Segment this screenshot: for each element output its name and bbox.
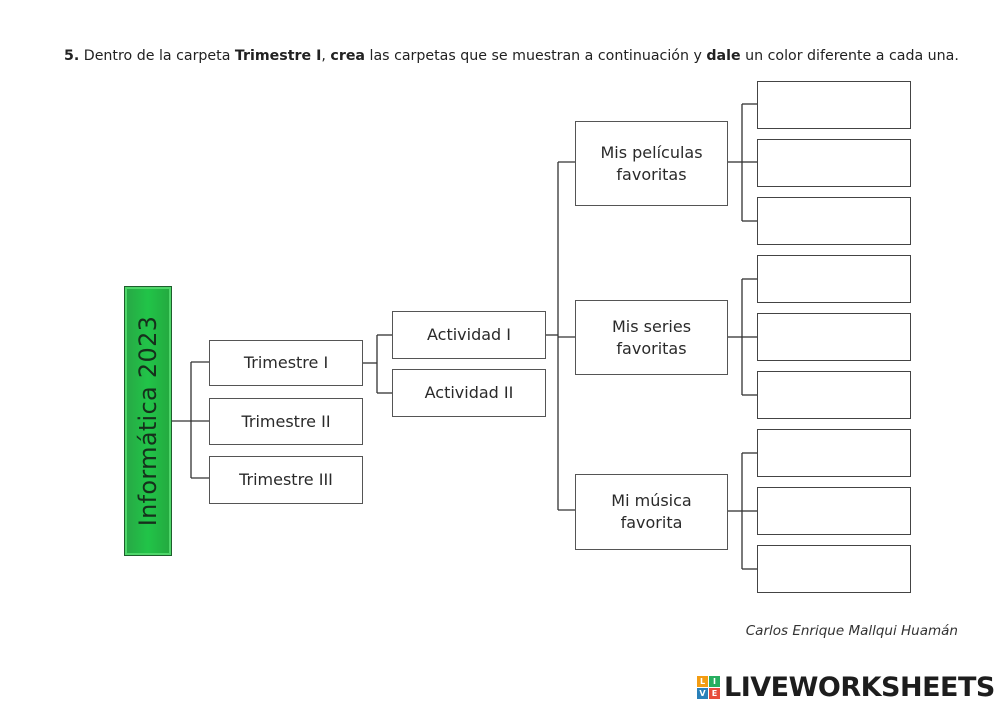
folder-label: Trimestre I [243,353,329,372]
folder-actividad-2: Actividad II [392,369,546,417]
liveworksheets-icon: L I V E [697,675,720,699]
folder-mis-series: Mis series favoritas [575,300,728,375]
instruction-part-bold: dale [706,48,741,64]
logo-letter: L [697,675,708,687]
instruction-part: un color diferente a cada una. [740,48,959,64]
instruction-text: 5. Dentro de la carpeta Trimestre I, cre… [64,46,984,66]
folder-trimestre-1: Trimestre I [209,340,363,386]
folder-label: Mis películas favoritas [600,142,703,184]
folder-trimestre-2: Trimestre II [209,398,363,445]
logo-letter: V [697,687,708,699]
instruction-part: , [321,48,331,64]
answer-box-series-3[interactable] [757,371,911,419]
folder-label: Trimestre III [239,470,333,489]
author-credit: Carlos Enrique Mallqui Huamán [745,623,958,639]
root-folder-label: Informática 2023 [134,315,162,527]
liveworksheets-logo[interactable]: L I V E LIVEWORKSHEETS [697,671,995,703]
instruction-part-bold: Trimestre I [234,48,322,64]
root-folder-informatica: Informática 2023 [124,286,172,556]
answer-box-series-1[interactable] [757,255,911,303]
answer-box-peliculas-1[interactable] [757,81,911,129]
folder-trimestre-3: Trimestre III [209,456,363,504]
answer-box-series-2[interactable] [757,313,911,361]
folder-label: Actividad I [426,325,511,344]
logo-letter: E [709,687,720,699]
folder-label: Actividad II [424,383,514,402]
logo-letter: I [709,675,720,687]
instruction-part-bold: crea [330,48,366,64]
answer-box-peliculas-2[interactable] [757,139,911,187]
folder-mi-musica: Mi música favorita [575,474,728,550]
answer-box-peliculas-3[interactable] [757,197,911,245]
answer-box-musica-2[interactable] [757,487,911,535]
liveworksheets-wordmark: LIVEWORKSHEETS [724,671,995,703]
folder-mis-peliculas: Mis películas favoritas [575,121,728,206]
folder-label: Trimestre II [241,411,331,431]
answer-box-musica-1[interactable] [757,429,911,477]
folder-label: Mi música favorita [611,491,692,532]
instruction-part: Dentro de la carpeta [79,48,235,64]
instruction-number: 5. [64,48,80,64]
instruction-part: las carpetas que se muestran a continuac… [365,48,707,64]
folder-label: Mis series favoritas [611,316,692,358]
answer-box-musica-3[interactable] [757,545,911,593]
folder-actividad-1: Actividad I [392,311,546,359]
